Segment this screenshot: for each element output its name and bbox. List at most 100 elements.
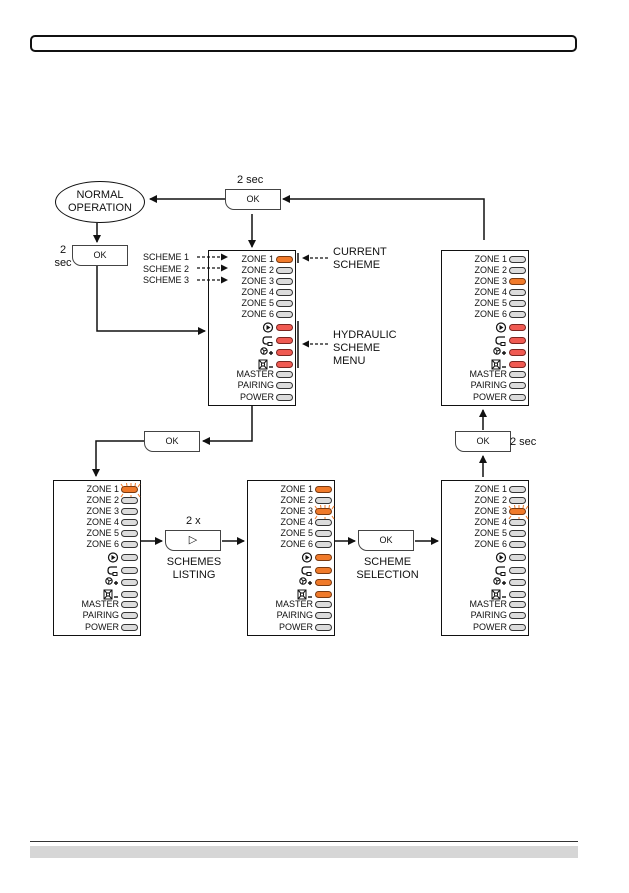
pump-icon <box>262 322 274 333</box>
status-indicator-led <box>315 612 332 619</box>
valve-icon <box>495 566 506 576</box>
press-count-label: 2 x <box>186 515 201 527</box>
zone-row: ZONE 6 <box>209 309 297 320</box>
status-label: MASTER <box>236 369 274 379</box>
symbol-indicator-led <box>121 591 138 598</box>
status-row: POWER <box>442 622 530 633</box>
symbol-row <box>248 552 336 563</box>
ok-button-left[interactable]: OK <box>72 245 128 266</box>
zone-label: ZONE 4 <box>474 287 507 297</box>
normal-operation-line2: OPERATION <box>68 202 132 214</box>
zone-indicator-led <box>509 267 526 274</box>
ok-button-selection[interactable]: OK <box>358 530 414 551</box>
symbol-row <box>209 347 297 358</box>
ok-button-right[interactable]: OK <box>455 431 511 452</box>
zone-label: ZONE 5 <box>86 528 119 538</box>
zone-row: ZONE 3 <box>209 276 297 287</box>
zone-indicator-led <box>314 505 335 520</box>
play-button[interactable]: ▷ <box>165 530 221 551</box>
symbol-indicator-led <box>509 579 526 586</box>
symbol-indicator-led <box>509 324 526 331</box>
symbol-row <box>442 335 530 346</box>
blink-rays-icon <box>120 483 141 498</box>
ok-button-middle[interactable]: OK <box>144 431 200 452</box>
symbol-row <box>442 577 530 588</box>
zone-row: ZONE 6 <box>54 539 142 550</box>
status-indicator-led <box>276 371 293 378</box>
ok-button-top[interactable]: OK <box>225 189 281 210</box>
zone-label: ZONE 1 <box>86 484 119 494</box>
valve-icon <box>495 336 506 346</box>
zone-label: ZONE 6 <box>280 539 313 549</box>
status-label: POWER <box>239 392 274 402</box>
normal-operation-state: NORMAL OPERATION <box>55 181 145 223</box>
zone-label: ZONE 5 <box>474 528 507 538</box>
zone-indicator-led <box>121 519 138 526</box>
symbol-indicator-led <box>276 361 293 368</box>
status-row: PAIRING <box>442 610 530 621</box>
symbol-row <box>54 577 142 588</box>
zone-label: ZONE 4 <box>86 517 119 527</box>
zone-label: ZONE 2 <box>241 265 274 275</box>
scheme-3-label: SCHEME 3 <box>143 275 190 285</box>
fan-minus-icon <box>103 589 118 600</box>
zone-indicator-led <box>509 256 526 263</box>
zone-row: ZONE 5 <box>248 528 336 539</box>
hold-duration-top: 2 sec <box>237 174 264 186</box>
status-label: MASTER <box>81 599 119 609</box>
arrow-to-ok-middle <box>202 406 253 445</box>
zone-label: ZONE 2 <box>474 265 507 275</box>
symbol-row <box>209 335 297 346</box>
zone-label: ZONE 2 <box>280 495 313 505</box>
zone-indicator-led <box>315 530 332 537</box>
zone-row: ZONE 4 <box>248 517 336 528</box>
valve-icon <box>262 336 273 346</box>
symbol-row <box>442 589 530 600</box>
status-indicator-led <box>509 394 526 401</box>
blink-rays-icon <box>314 505 335 520</box>
fan-plus-icon <box>260 347 273 355</box>
symbol-indicator-led <box>315 567 332 574</box>
zone-indicator-led <box>276 267 293 274</box>
zone-indicator-led <box>509 300 526 307</box>
zone-indicator-led <box>276 278 293 285</box>
status-label: MASTER <box>469 369 507 379</box>
status-row: PAIRING <box>209 380 297 391</box>
symbol-row <box>209 359 297 370</box>
status-row: POWER <box>442 392 530 403</box>
status-row: MASTER <box>442 599 530 610</box>
zone-indicator-led <box>508 505 529 520</box>
scheme-2-label: SCHEME 2 <box>143 264 190 274</box>
symbol-row <box>442 565 530 576</box>
fan-plus-icon <box>105 577 118 585</box>
fan-plus-icon <box>493 347 506 355</box>
status-label: MASTER <box>275 599 313 609</box>
status-row: MASTER <box>248 599 336 610</box>
zone-row: ZONE 5 <box>442 298 530 309</box>
zone-row: ZONE 6 <box>248 539 336 550</box>
pump-icon <box>495 552 507 563</box>
status-label: PAIRING <box>82 610 119 620</box>
zone-row: ZONE 2 <box>248 495 336 506</box>
status-row: PAIRING <box>442 380 530 391</box>
zone-label: ZONE 4 <box>280 517 313 527</box>
zone-indicator-led <box>509 486 526 493</box>
zone-label: ZONE 6 <box>86 539 119 549</box>
header-bar <box>30 35 577 52</box>
zone-row: ZONE 2 <box>442 495 530 506</box>
zone-label: ZONE 4 <box>241 287 274 297</box>
symbol-indicator-led <box>276 324 293 331</box>
valve-icon <box>301 566 312 576</box>
zone-label: ZONE 3 <box>241 276 274 286</box>
symbol-row <box>248 565 336 576</box>
zone-label: ZONE 5 <box>280 528 313 538</box>
status-row: MASTER <box>442 369 530 380</box>
symbol-indicator-led <box>315 579 332 586</box>
zone-label: ZONE 2 <box>86 495 119 505</box>
status-label: POWER <box>472 392 507 402</box>
fan-plus-icon <box>299 577 312 585</box>
zone-indicator-led <box>315 519 332 526</box>
